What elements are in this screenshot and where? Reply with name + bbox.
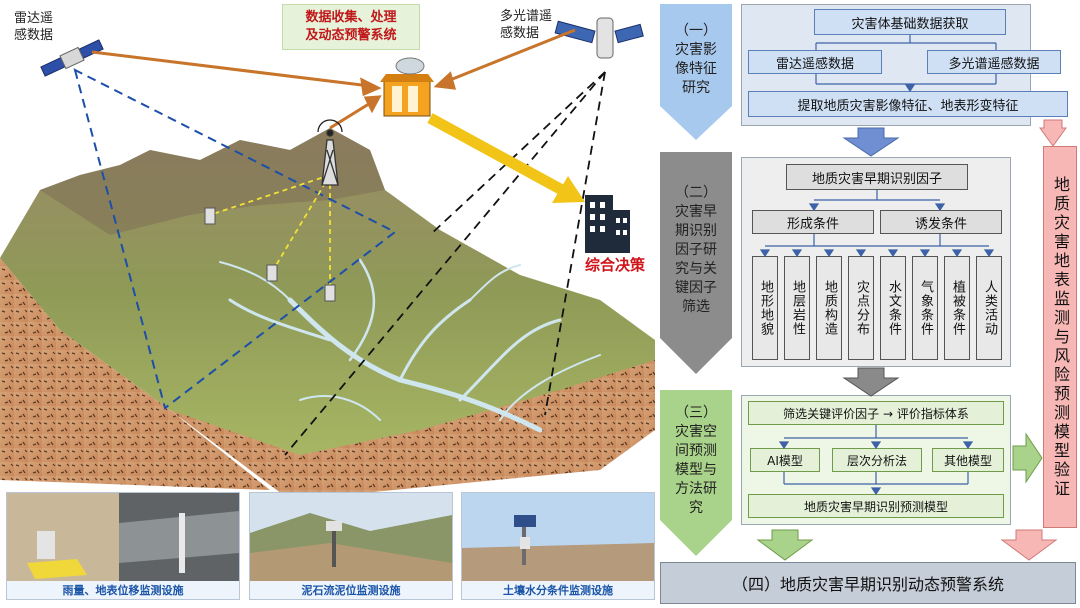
trigger-conditions-box: 诱发条件 <box>880 210 1002 234</box>
ground-sensor-icon <box>204 207 336 302</box>
factor-strata: 地层岩性 <box>784 256 810 360</box>
photo-caption: 泥石流泥位监测设施 <box>250 581 452 599</box>
monitoring-scene: 雷达遥 感数据 多光谱遥 感数据 数据收集、处理 及动态预警系统 综合决策 雨量… <box>0 4 655 600</box>
soil-cross-section <box>0 258 270 490</box>
stage2-title-box: 地质灾害早期识别因子 <box>786 164 968 190</box>
radar-data-label: 雷达遥 感数据 <box>14 11 54 43</box>
stage3-title-box: 筛选关键评价因子 → 评价指标体系 <box>748 401 1004 425</box>
radar-data-box: 雷达遥感数据 <box>748 50 882 74</box>
decision-label: 综合决策 <box>584 256 645 274</box>
extract-features-box: 提取地质灾害影像特征、地表形变特征 <box>748 91 1068 117</box>
stage2-tag: （二） 灾害早 期识别 因子研 究与关 键因子 筛选 <box>675 184 717 315</box>
decision-building-icon <box>585 195 630 253</box>
multispectral-data-label: 多光谱遥 感数据 <box>500 9 553 41</box>
factor-terrain: 地形地貌 <box>752 256 778 360</box>
data-processing-label: 数据收集、处理 及动态预警系统 <box>282 4 420 50</box>
debris-flow-monitor-photo: 泥石流泥位监测设施 <box>249 492 453 600</box>
early-warning-system-bar: （四）地质灾害早期识别动态预警系统 <box>660 562 1076 604</box>
multispectral-satellite <box>554 17 644 59</box>
soil-moisture-monitor-photo: 土壤水分条件监测设施 <box>461 492 655 600</box>
factor-meteorology: 气象条件 <box>912 256 938 360</box>
factor-hydrology: 水文条件 <box>880 256 906 360</box>
stage-tags <box>660 4 732 556</box>
data-center-icon <box>380 57 434 117</box>
rainfall-monitor-photo: 雨量、地表位移监测设施 <box>6 492 240 600</box>
photo-caption: 雨量、地表位移监测设施 <box>7 581 239 599</box>
radar-satellite <box>40 39 104 77</box>
factor-structure: 地质构造 <box>816 256 842 360</box>
river-network <box>219 258 601 433</box>
signal-tower-icon <box>317 119 343 186</box>
flow-connectors <box>756 35 1067 561</box>
photo-caption: 土壤水分条件监测设施 <box>462 581 654 599</box>
factor-hazard-distribution: 灾点分布 <box>848 256 874 360</box>
stage1-title-box: 灾害体基础数据获取 <box>814 9 1006 35</box>
ahp-box: 层次分析法 <box>832 448 922 472</box>
factor-human-activity: 人类活动 <box>976 256 1002 360</box>
multispectral-data-box: 多光谱遥感数据 <box>927 50 1061 74</box>
stage3-tag: （三） 灾害空 间预测 模型与 方法研 究 <box>675 405 717 516</box>
ai-model-box: AI模型 <box>750 448 820 472</box>
formation-conditions-box: 形成条件 <box>752 210 874 234</box>
radar-footprint <box>73 68 397 410</box>
model-validation-bar: 地质灾害地表监测与风险预测模型验证 <box>1043 146 1077 528</box>
factor-vegetation: 植被条件 <box>944 256 970 360</box>
stage1-tag: （一） 灾害影 像特征 研究 <box>675 23 717 96</box>
